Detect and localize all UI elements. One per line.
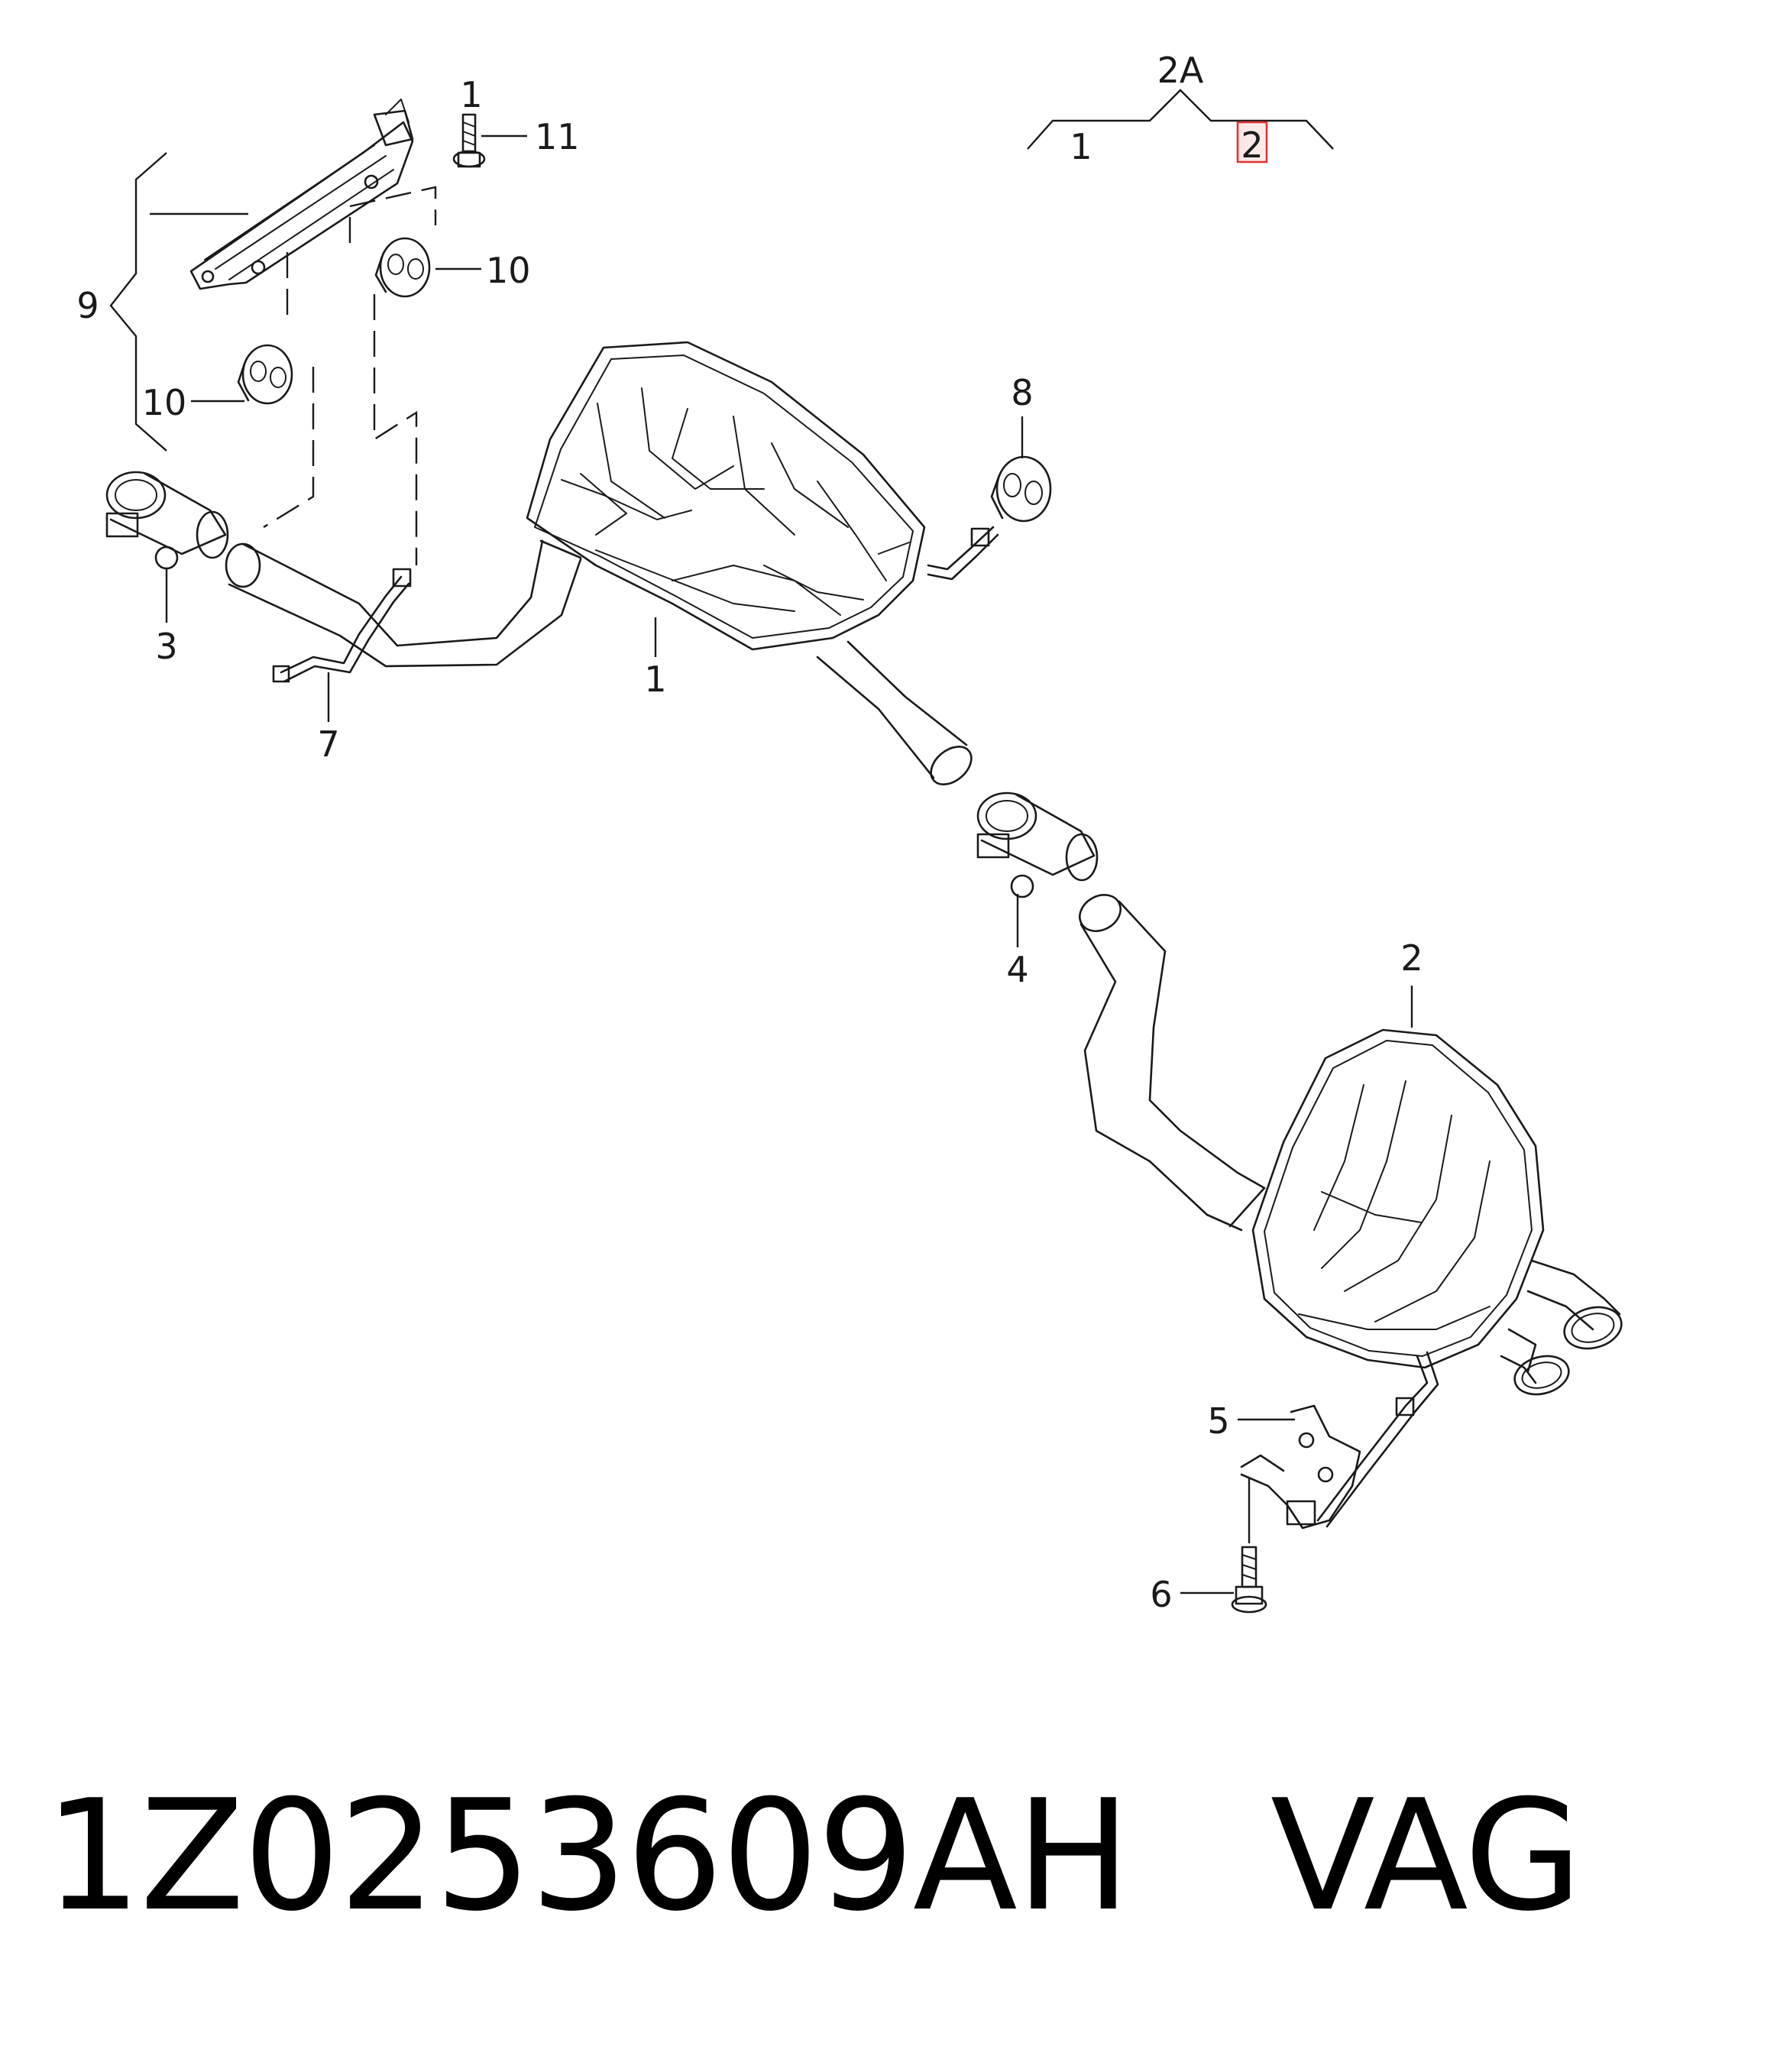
assembly-group-bracket: 2A 1 2 [1027, 50, 1334, 167]
tail-pipes [1500, 1259, 1623, 1396]
hanger-wire-8 [927, 526, 999, 581]
bolt-6 [1231, 1478, 1267, 1614]
rear-bracket-5 [1240, 1404, 1361, 1530]
rubber-mount-10-top [374, 237, 431, 298]
callout-2: 2 [1400, 937, 1423, 979]
callout-4: 4 [1006, 949, 1028, 990]
rubber-mount-8 [990, 455, 1052, 523]
rubber-mount-10-left [237, 344, 293, 405]
highlight-box [1236, 121, 1268, 163]
callout-10-left: 10 [142, 382, 187, 423]
callout-5: 5 [1207, 1400, 1229, 1442]
group-right-item: 2 [1241, 125, 1263, 166]
callout-10-top: 10 [486, 250, 531, 291]
front-pipe [225, 539, 582, 668]
bolt-11 [452, 113, 486, 168]
callout-9: 9 [76, 285, 99, 326]
center-muffler-1 [526, 341, 926, 651]
part-number: 1Z0253609AH [44, 1767, 1131, 1945]
caption-gap [1129, 1767, 1270, 1945]
rear-muffler-2 [1251, 1028, 1545, 1369]
callout-1-bolt: 1 [460, 74, 482, 115]
part-number-caption: 1Z0253609AH VAG [44, 1780, 1582, 1933]
callout-8: 8 [1011, 372, 1033, 413]
pipe-clamp-4 [976, 792, 1099, 898]
callout-1-muffler: 1 [644, 659, 666, 700]
group-label: 2A [1157, 50, 1204, 91]
callout-3: 3 [155, 626, 177, 667]
callout-7: 7 [317, 724, 339, 765]
brand-name: VAG [1270, 1767, 1582, 1945]
callout-6: 6 [1150, 1574, 1172, 1615]
group-left-item: 1 [1070, 126, 1092, 167]
rear-inlet-pipe [1079, 894, 1266, 1232]
rear-hanger-wire [1316, 1351, 1439, 1528]
heat-shield-wire-7 [272, 568, 412, 683]
pipe-clamp-3 [105, 471, 229, 570]
center-outlet-pipe [816, 640, 973, 785]
callout-11: 11 [535, 116, 580, 157]
mounting-bracket [189, 99, 414, 290]
